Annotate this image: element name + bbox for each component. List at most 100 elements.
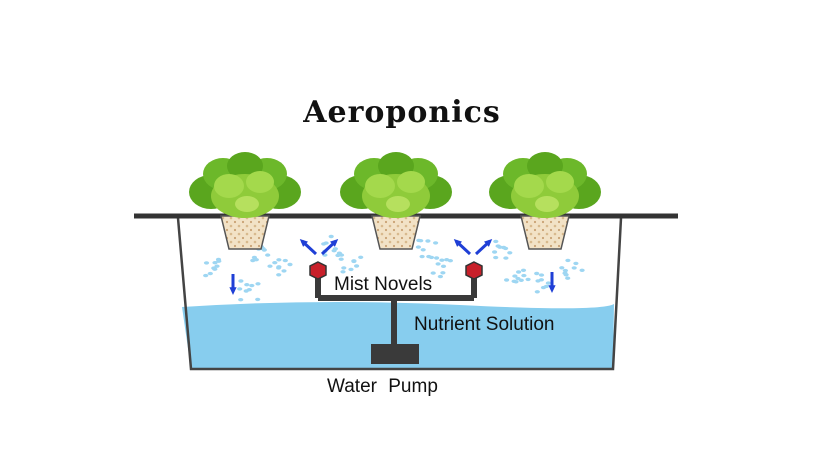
mist-droplet <box>563 273 569 277</box>
mist-droplet <box>203 261 210 265</box>
mist-arrow-icon <box>548 272 556 293</box>
mist-droplet <box>265 253 271 257</box>
mist-droplet <box>444 258 450 262</box>
lettuce-plant-icon <box>188 151 302 250</box>
mist-droplet <box>437 274 443 279</box>
mist-droplet <box>272 261 278 265</box>
mist-droplet <box>255 297 261 302</box>
mist-droplet <box>238 279 244 283</box>
mist-droplet <box>331 249 337 253</box>
mist-droplet <box>507 251 513 255</box>
mist-droplet <box>351 259 357 264</box>
mist-droplet <box>420 248 426 252</box>
mist-droplet <box>435 262 441 266</box>
mist-nozzle-icon <box>465 261 483 280</box>
mist-droplet <box>214 264 220 268</box>
mist-droplet <box>534 290 540 294</box>
mist-droplet <box>571 266 577 270</box>
mist-droplet <box>440 264 447 268</box>
mist-novels-label: Mist Novels <box>334 274 432 295</box>
mist-droplet <box>287 262 293 267</box>
mist-droplet <box>416 238 422 243</box>
mist-droplet <box>415 245 421 249</box>
mist-arrows <box>229 239 556 295</box>
mist-droplet <box>515 276 521 281</box>
mist-droplet <box>207 271 213 276</box>
mist-droplet <box>249 283 255 288</box>
mist-droplet <box>216 259 222 263</box>
mist-droplet <box>425 239 431 243</box>
mist-droplet <box>419 254 425 259</box>
mist-droplet <box>430 271 436 275</box>
mist-droplet <box>520 268 527 272</box>
mist-droplet <box>565 258 571 263</box>
lettuce-plant-icon <box>488 151 602 250</box>
mist-droplet <box>545 281 552 285</box>
mist-droplet <box>433 241 439 245</box>
mist-droplet <box>513 280 519 284</box>
mist-droplet <box>512 274 518 278</box>
mist-droplet <box>253 258 259 262</box>
mist-droplet <box>340 270 346 274</box>
mist-droplet <box>321 242 327 246</box>
mist-droplet <box>267 264 273 268</box>
mist-droplet <box>261 248 267 252</box>
mist-droplet <box>338 257 344 261</box>
mist-droplet <box>358 255 364 259</box>
mist-droplet <box>244 283 250 287</box>
mist-droplet <box>281 269 287 273</box>
mist-arrow-icon <box>229 274 237 295</box>
lettuce-plant-icon <box>339 151 453 250</box>
water-pump-icon <box>371 344 419 364</box>
mist-droplet <box>348 267 354 272</box>
mist-droplet <box>573 261 579 266</box>
mist-droplet <box>579 268 585 272</box>
mist-droplet <box>493 255 499 260</box>
mist-droplet <box>255 282 261 286</box>
mist-droplet <box>538 273 545 277</box>
mist-droplet <box>525 277 531 282</box>
mist-droplet <box>562 268 569 273</box>
mist-droplet <box>503 246 509 251</box>
mist-droplet <box>426 254 432 259</box>
mist-droplet <box>503 256 509 260</box>
mist-droplet <box>238 298 244 302</box>
mist-droplet <box>534 271 540 276</box>
mist-arrow-icon <box>320 239 339 256</box>
mist-droplet <box>338 253 345 257</box>
mist-droplet <box>276 258 282 262</box>
mist-droplet <box>237 287 243 291</box>
mist-arrow-icon <box>474 239 493 256</box>
mist-droplet <box>440 271 446 275</box>
mist-droplet <box>495 244 501 248</box>
mist-droplet <box>535 279 541 283</box>
mist-arrow-icon <box>299 239 318 256</box>
nutrient-solution-label: Nutrient Solution <box>414 314 554 335</box>
mist-droplet <box>504 278 510 282</box>
mist-droplet <box>434 256 440 260</box>
mist-droplet <box>341 266 347 270</box>
mist-droplet <box>439 258 445 262</box>
mist-droplet <box>543 284 550 289</box>
mist-droplet <box>559 266 565 270</box>
diagram-title: Aeroponics <box>302 95 501 130</box>
mist-droplet <box>243 289 249 293</box>
mist-droplet <box>354 264 360 268</box>
mist-nozzle-icon <box>309 261 327 280</box>
mist-droplet <box>328 234 334 239</box>
mist-droplet <box>565 276 571 280</box>
mist-droplets <box>203 234 585 302</box>
nutrient-solution-water <box>182 301 614 369</box>
tank-outline <box>176 217 623 371</box>
water-pump-label: Water Pump <box>327 376 438 397</box>
mist-droplet <box>493 239 499 244</box>
mist-droplet <box>212 261 218 265</box>
mist-droplet <box>516 270 522 274</box>
mist-droplet <box>521 273 527 278</box>
mist-droplet <box>492 250 498 254</box>
mist-droplet <box>276 265 282 269</box>
mist-droplet <box>276 273 282 277</box>
mist-droplet <box>203 273 209 278</box>
